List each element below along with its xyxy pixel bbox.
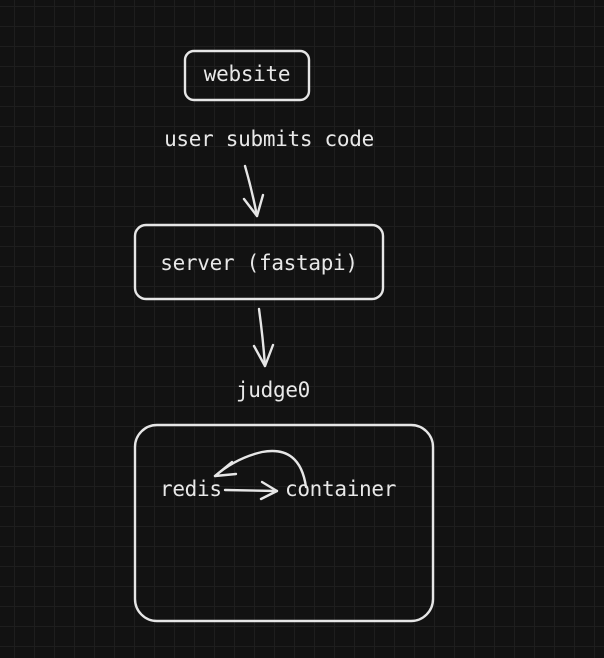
judge-box bbox=[133, 423, 435, 623]
server-box bbox=[133, 223, 385, 301]
arrow-to-judge bbox=[252, 307, 275, 368]
website-node[interactable]: website bbox=[183, 49, 311, 102]
container-label: container bbox=[285, 477, 396, 501]
arrow-container-to-redis bbox=[213, 449, 308, 489]
submit-step-label: user submits code bbox=[164, 127, 374, 151]
arrow-redis-to-container bbox=[223, 480, 279, 501]
website-label: website bbox=[204, 62, 290, 86]
server-node[interactable]: server (fastapi) bbox=[133, 223, 385, 301]
judge-label: judge0 bbox=[236, 378, 310, 402]
server-label: server (fastapi) bbox=[160, 251, 358, 275]
website-box bbox=[183, 49, 311, 102]
arrow-to-server bbox=[242, 164, 265, 218]
redis-label: redis bbox=[160, 477, 222, 501]
